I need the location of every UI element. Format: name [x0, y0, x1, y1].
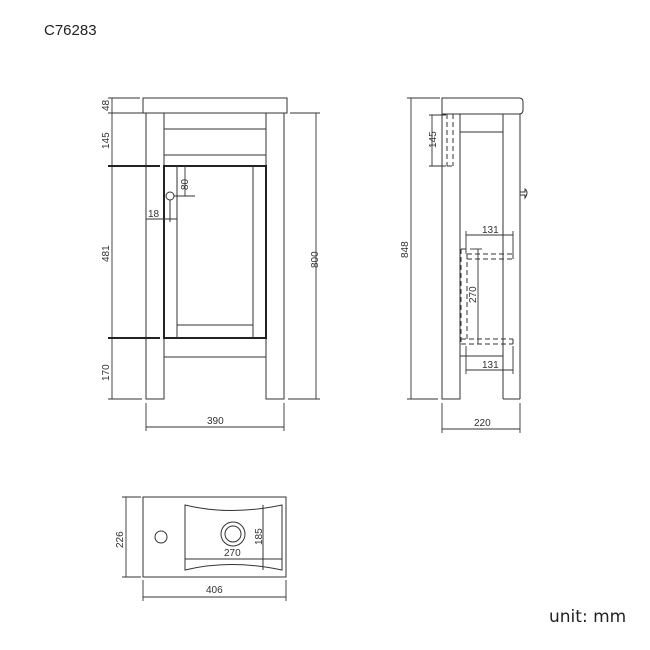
- front-left-leg: [145, 112, 165, 400]
- dim-basin-width: 406: [206, 585, 223, 596]
- product-code: C76283: [44, 22, 97, 39]
- unit-label: unit: mm: [549, 607, 627, 627]
- tap-hole-icon: [154, 530, 168, 544]
- dim-basin-depth: 226: [115, 531, 126, 548]
- basin-outline: [142, 496, 287, 578]
- dim-top-thickness: 48: [101, 99, 112, 111]
- basin-top-view: 270 185 226 406: [115, 496, 287, 601]
- towel-rail: [460, 248, 514, 345]
- front-door: [163, 165, 267, 339]
- dim-bottom-gap: 170: [101, 364, 112, 381]
- dim-side-top-rail: 145: [428, 131, 439, 148]
- front-view: 80 18 48 145 481 170 800 390: [101, 97, 321, 431]
- side-knob-icon: [520, 187, 528, 200]
- dim-side-overall-height: 848: [400, 241, 411, 258]
- dim-top-rail: 145: [101, 132, 112, 149]
- dim-handle-from-top: 80: [180, 178, 191, 190]
- dim-rail-height: 270: [468, 286, 479, 303]
- door-knob-icon: [165, 191, 175, 201]
- dim-rail-depth-bottom: 131: [482, 360, 499, 371]
- dim-width: 390: [207, 416, 224, 427]
- side-back-leg: [441, 113, 461, 400]
- dim-depth: 220: [474, 418, 491, 429]
- front-right-leg: [265, 112, 285, 400]
- dim-bowl-depth: 185: [254, 528, 265, 545]
- drain-icon: [220, 521, 246, 547]
- dim-rail-depth-top: 131: [482, 225, 499, 236]
- dim-bowl-width: 270: [224, 548, 241, 559]
- dim-door-height: 481: [101, 245, 112, 262]
- front-countertop: [142, 97, 288, 114]
- basin-bowl: [184, 504, 283, 571]
- dim-overall-height: 800: [310, 251, 321, 268]
- dim-handle-from-edge: 18: [148, 209, 160, 220]
- side-view: 145 848 131 270 131 220: [400, 97, 528, 433]
- side-countertop: [441, 97, 524, 115]
